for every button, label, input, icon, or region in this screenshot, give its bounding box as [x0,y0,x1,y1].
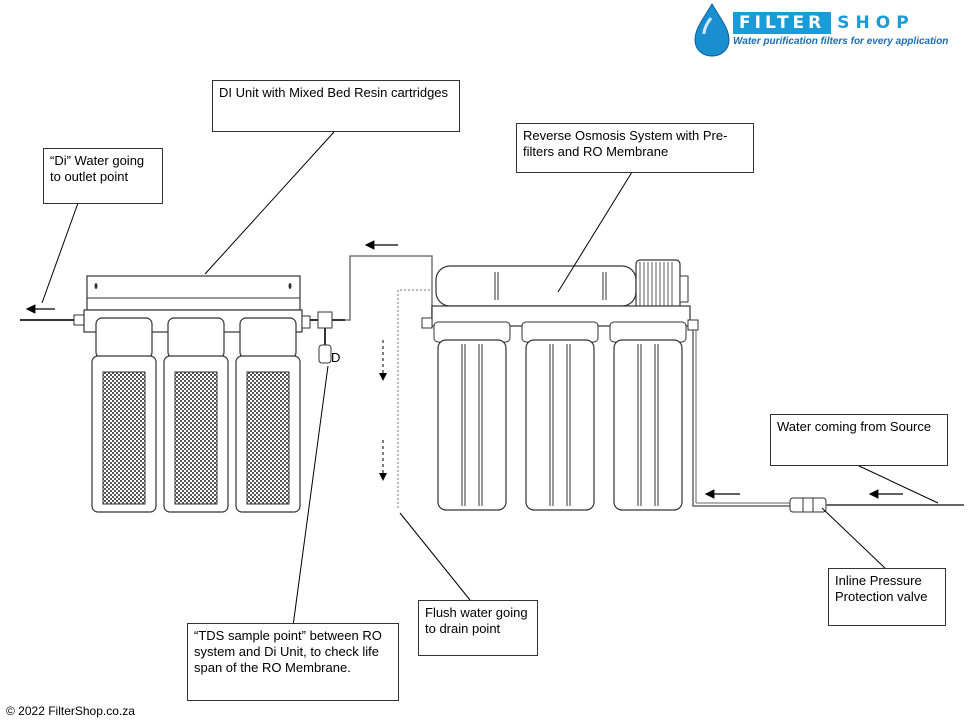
drain-line [397,289,430,510]
di-resin-cartridge-2 [174,371,218,505]
copyright-text: © 2022 FilterShop.co.za [6,704,135,718]
leader-pressure-valve [821,507,888,571]
brand-logo: FILTER SHOP [733,12,915,34]
leader-ro-system [557,171,633,293]
di-housing-1 [91,317,157,513]
di-resin-cartridge-1 [102,371,146,505]
di-bracket [86,275,301,311]
brand-name-shop: SHOP [837,13,915,33]
callout-water-source: Water coming from Source [770,414,948,466]
water-drop-icon [694,2,730,57]
leader-flush-water [399,512,471,601]
di-housing-2 [163,317,229,513]
callout-di-water: “Di” Water going to outlet point [43,148,163,204]
ro-prefilter-housing-3 [613,339,683,511]
ro-system [421,259,699,511]
ro-membrane-cap [635,259,681,311]
ro-to-di-pipe [345,255,433,321]
di-resin-cartridge-3 [246,371,290,505]
tds-valve-label: D [331,350,340,365]
di-unit [20,275,311,513]
leader-water-source [856,464,939,504]
leader-di-unit [204,131,335,275]
inlet-pipe [692,330,790,507]
callout-ro-system: Reverse Osmosis System with Pre-filters … [516,123,754,173]
brand-tagline: Water purification filters for every app… [733,36,949,47]
inline-pressure-valve [789,497,827,513]
callout-di-unit: DI Unit with Mixed Bed Resin cartridges [212,80,460,132]
callout-pressure-valve: Inline Pressure Protection valve [828,568,946,626]
di-housing-3 [235,317,301,513]
ro-prefilter-housing-1 [437,339,507,511]
leader-di-water [41,202,79,304]
brand-name-filter: FILTER [733,12,832,34]
leader-tds-point [292,365,329,627]
ro-prefilter-housing-2 [525,339,595,511]
callout-flush-water: Flush water going to drain point [418,600,538,656]
callout-tds-point: “TDS sample point” between RO system and… [187,623,399,701]
tds-sample-valve [310,311,345,364]
